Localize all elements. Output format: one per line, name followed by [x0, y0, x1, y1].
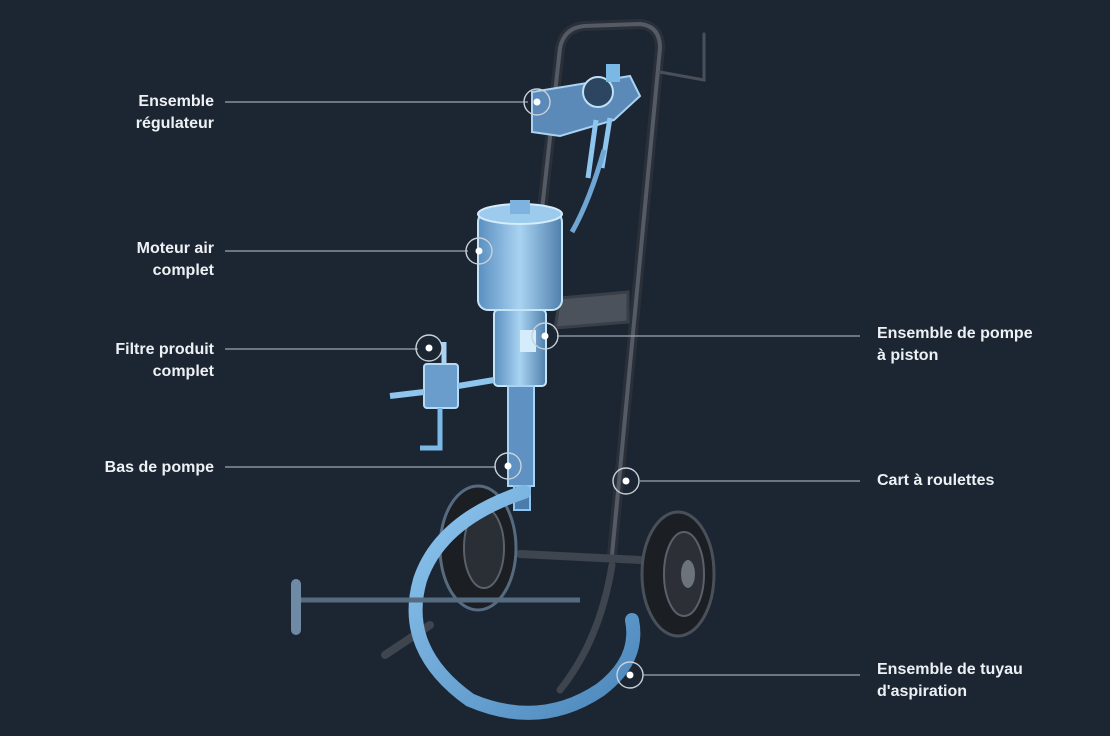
callout-markers [415, 88, 644, 689]
marker-piston-pump [531, 322, 559, 350]
label-line: Bas de pompe [104, 459, 214, 476]
label-line: Ensemble [138, 93, 214, 110]
label-line: Ensemble de pompe [877, 325, 1033, 342]
label-line: Filtre produit [115, 341, 214, 358]
marker-regulator [523, 88, 551, 116]
marker-suction-hose [616, 661, 644, 689]
marker-motor [465, 237, 493, 265]
label-line: Moteur air [136, 240, 214, 257]
suction-hose [291, 485, 641, 720]
right-wheel [640, 510, 716, 638]
label-cart: Cart à roulettes [877, 470, 994, 492]
leader-lines [225, 101, 860, 676]
label-regulator-assembly: Ensemble régulateur [136, 91, 214, 135]
fluid-filter [389, 342, 495, 451]
label-fluid-filter: Filtre produit complet [115, 339, 214, 383]
label-line: complet [152, 262, 214, 279]
cart-frame [381, 18, 706, 694]
label-lower-pump: Bas de pompe [105, 457, 214, 479]
air-motor [477, 200, 563, 311]
marker-filter [415, 334, 443, 362]
label-line: d'aspiration [877, 683, 968, 700]
label-air-motor: Moteur air complet [137, 238, 214, 282]
label-line: à piston [877, 347, 939, 364]
label-line: complet [152, 363, 214, 380]
label-suction-hose: Ensemble de tuyau d'aspiration [877, 659, 1023, 703]
regulator-assembly [531, 64, 642, 234]
label-line: Cart à roulettes [877, 472, 995, 489]
marker-lower-pump [494, 452, 522, 480]
label-piston-pump: Ensemble de pompe à piston [877, 323, 1033, 367]
label-line: régulateur [135, 115, 214, 132]
piston-pump [493, 309, 547, 387]
marker-cart [612, 467, 640, 495]
label-line: Ensemble de tuyau [877, 661, 1023, 678]
